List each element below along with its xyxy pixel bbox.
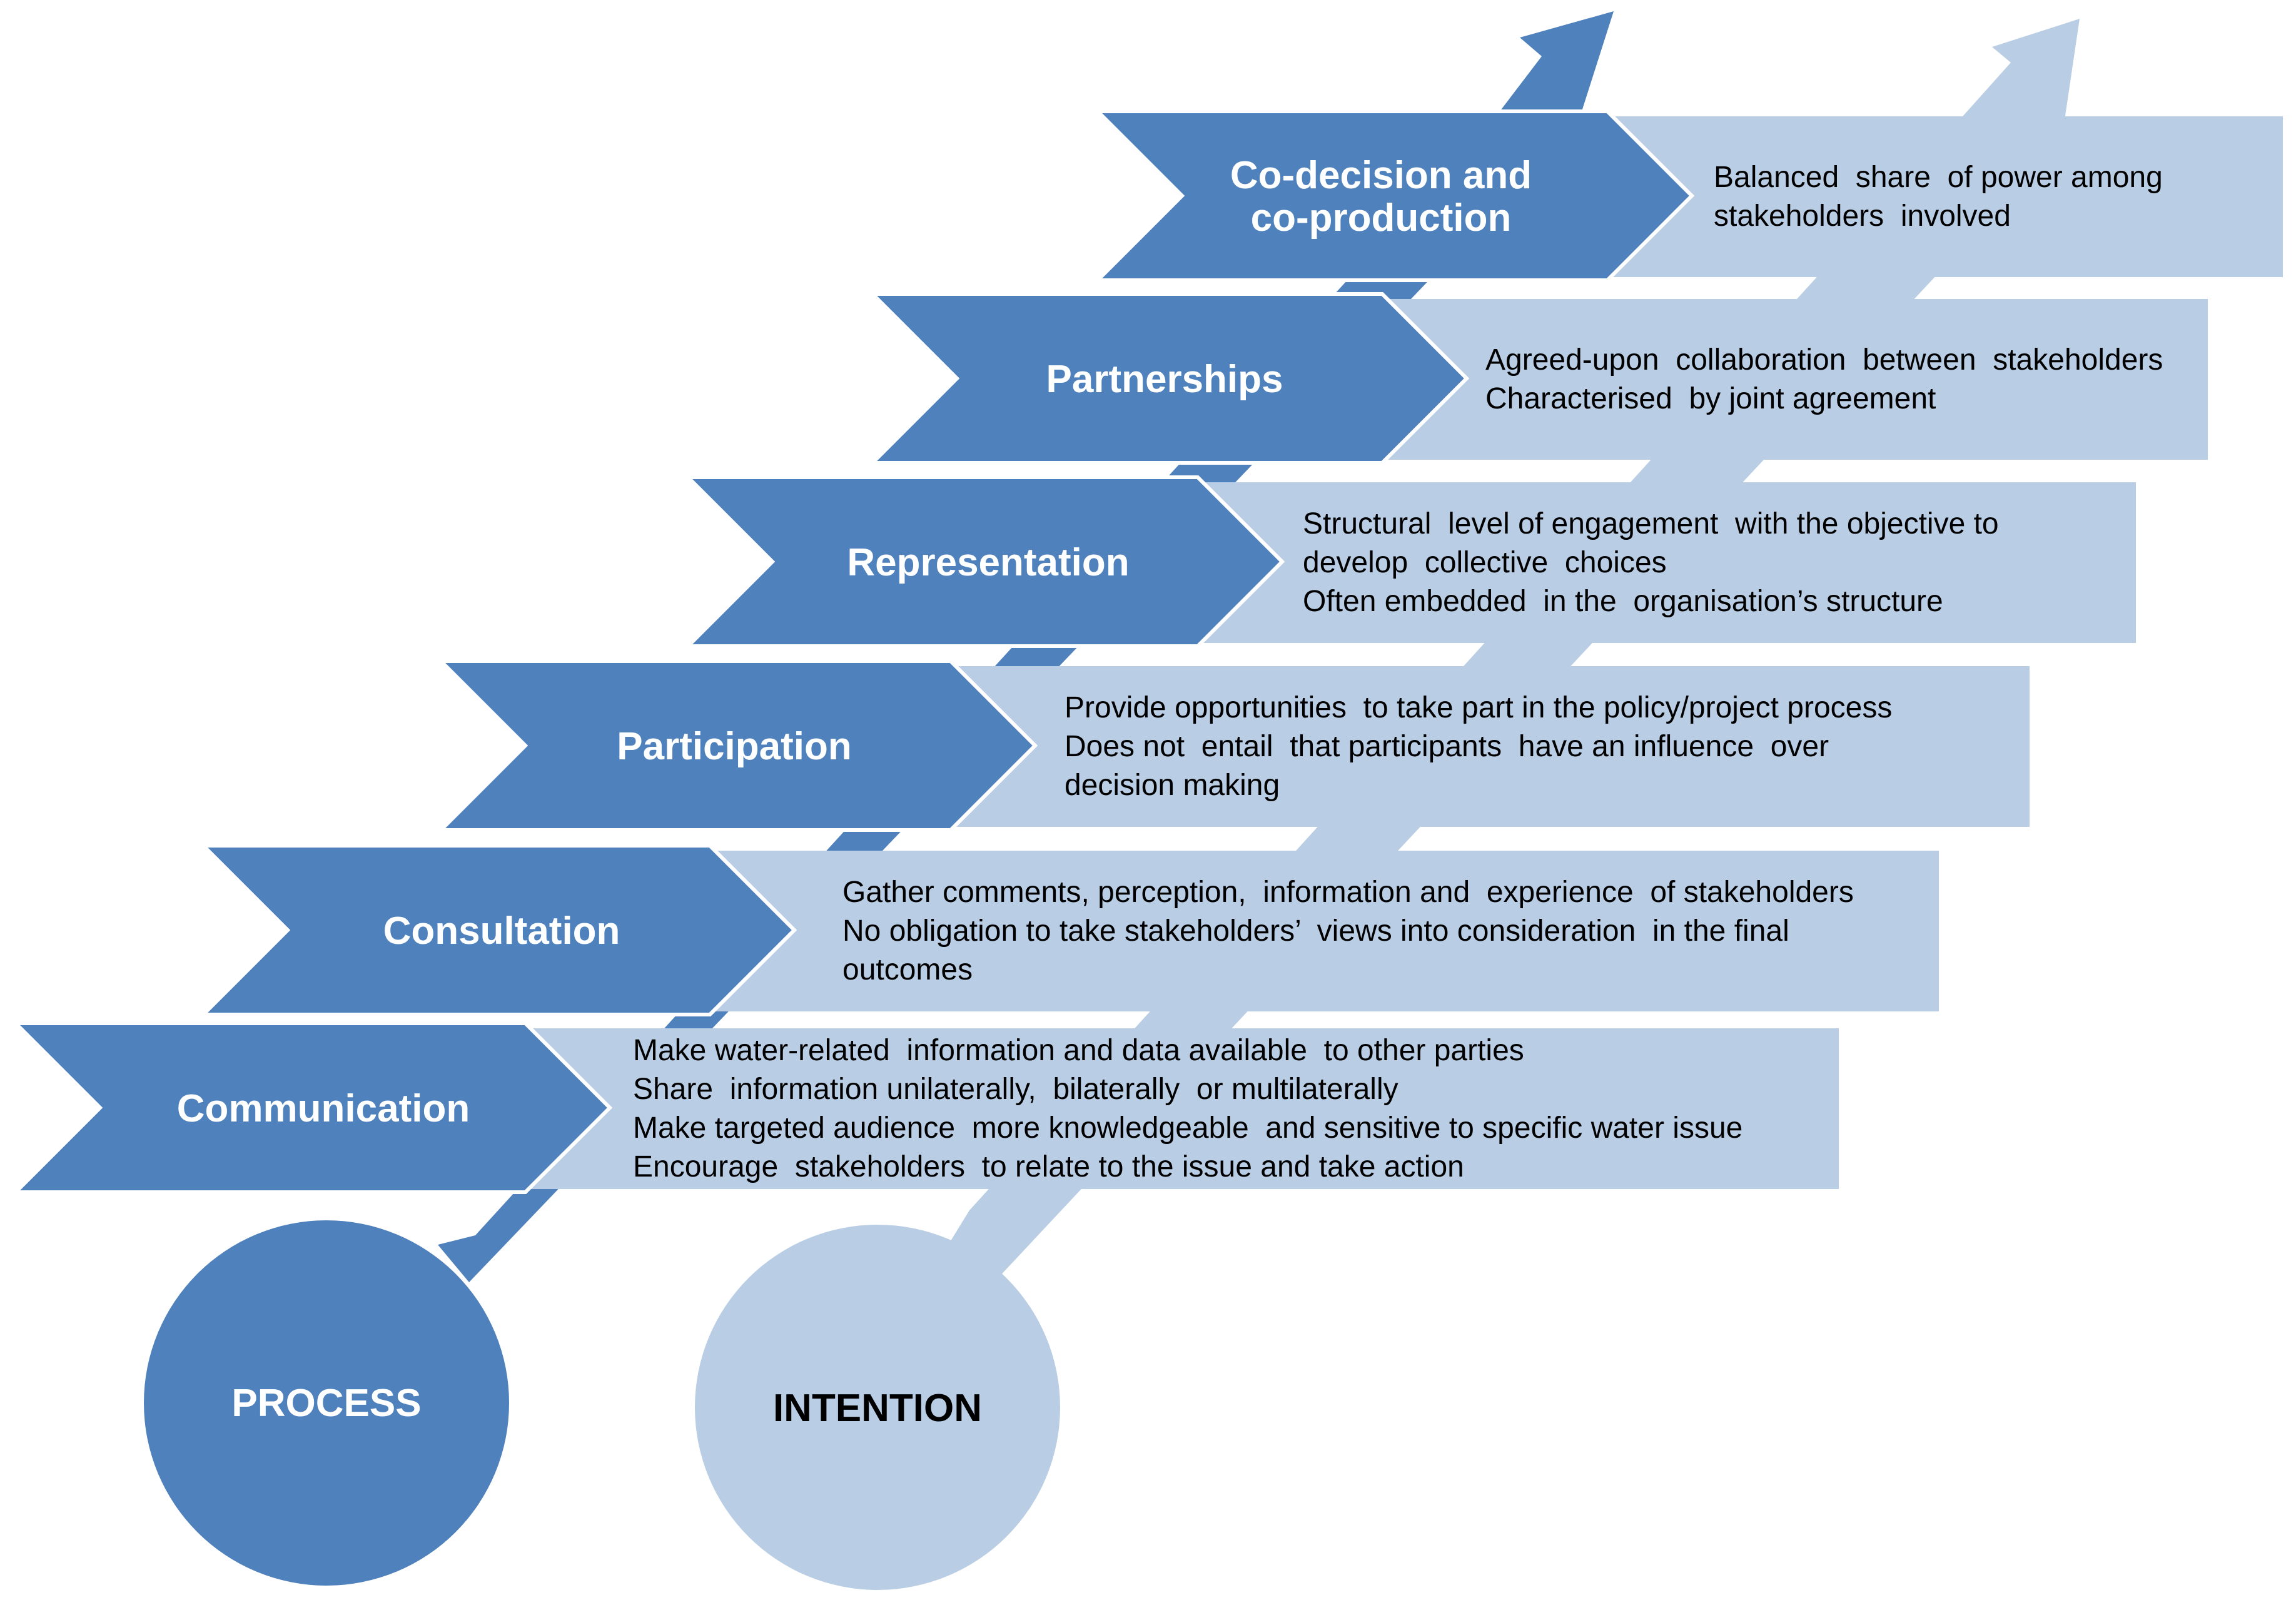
intention-line-consultation: No obligation to take stakeholders’ view… bbox=[842, 914, 1789, 948]
process-circle-label: PROCESS bbox=[231, 1382, 421, 1425]
process-chevron-representation bbox=[683, 475, 1285, 648]
intention-line-representation: Structural level of engagement with the … bbox=[1303, 507, 1999, 540]
intention-line-consultation: outcomes bbox=[842, 953, 973, 986]
intention-line-communication: Share information unilaterally, bilatera… bbox=[633, 1073, 1398, 1106]
process-chevron-communication bbox=[11, 1021, 613, 1194]
intention-line-participation: Provide opportunities to take part in th… bbox=[1065, 691, 1892, 724]
step-consultation: Consultation Gather comments, perception,… bbox=[198, 844, 1939, 1016]
step-representation: Representation Structural level of engage… bbox=[683, 475, 2136, 648]
process-label-partnerships: Partnerships bbox=[1046, 358, 1283, 401]
intention-line-communication: Make water-related information and data … bbox=[633, 1034, 1524, 1067]
intention-line-co-decision: Balanced share of power among bbox=[1714, 161, 2163, 194]
intention-line-participation: decision making bbox=[1065, 769, 1280, 802]
step-participation: Participation Provide opportunities to ta… bbox=[436, 659, 2030, 832]
process-label-consultation: Consultation bbox=[383, 909, 620, 953]
intention-box-communication bbox=[516, 1028, 1839, 1189]
step-partnerships: Partnerships Agreed-upon collaboration be… bbox=[867, 292, 2208, 465]
intention-circle: INTENTION bbox=[695, 1225, 1060, 1590]
process-label-participation: Participation bbox=[617, 725, 852, 768]
process-chevron-partnerships bbox=[867, 292, 1470, 465]
process-chevron-co-decision bbox=[1093, 109, 1695, 282]
process-label-representation: Representation bbox=[847, 541, 1129, 584]
intention-line-communication: Encourage stakeholders to relate to the … bbox=[633, 1150, 1464, 1183]
process-label-communication: Communication bbox=[177, 1087, 470, 1130]
process-circle: PROCESS bbox=[144, 1220, 509, 1586]
intention-line-partnerships: Characterised by joint agreement bbox=[1485, 382, 1936, 415]
intention-line-communication: Make targeted audience more knowledgeabl… bbox=[633, 1111, 1742, 1145]
intention-line-participation: Does not entail that participants have a… bbox=[1065, 730, 1829, 763]
intention-box-partnerships bbox=[1373, 299, 2208, 460]
process-label-co-decision: Co-decision and bbox=[1230, 154, 1532, 197]
process-label-co-decision: co-production bbox=[1251, 196, 1512, 240]
process-chevron-participation bbox=[436, 659, 1038, 832]
intention-circle-label: INTENTION bbox=[773, 1387, 982, 1430]
intention-box-consultation bbox=[700, 851, 1939, 1011]
intention-line-co-decision: stakeholders involved bbox=[1714, 200, 2011, 233]
intention-box-co-decision bbox=[1598, 116, 2283, 277]
process-chevron-consultation bbox=[198, 844, 797, 1016]
intention-line-consultation: Gather comments, perception, information… bbox=[842, 876, 1854, 909]
step-communication: Communication Make water-related informat… bbox=[11, 1021, 1839, 1194]
intention-box-participation bbox=[941, 666, 2030, 827]
intention-line-partnerships: Agreed-upon collaboration between stakeh… bbox=[1485, 343, 2163, 377]
intention-line-representation: develop collective choices bbox=[1303, 546, 1667, 579]
intention-line-representation: Often embedded in the organisation’s str… bbox=[1303, 585, 1943, 618]
intention-box-representation bbox=[1188, 482, 2136, 643]
